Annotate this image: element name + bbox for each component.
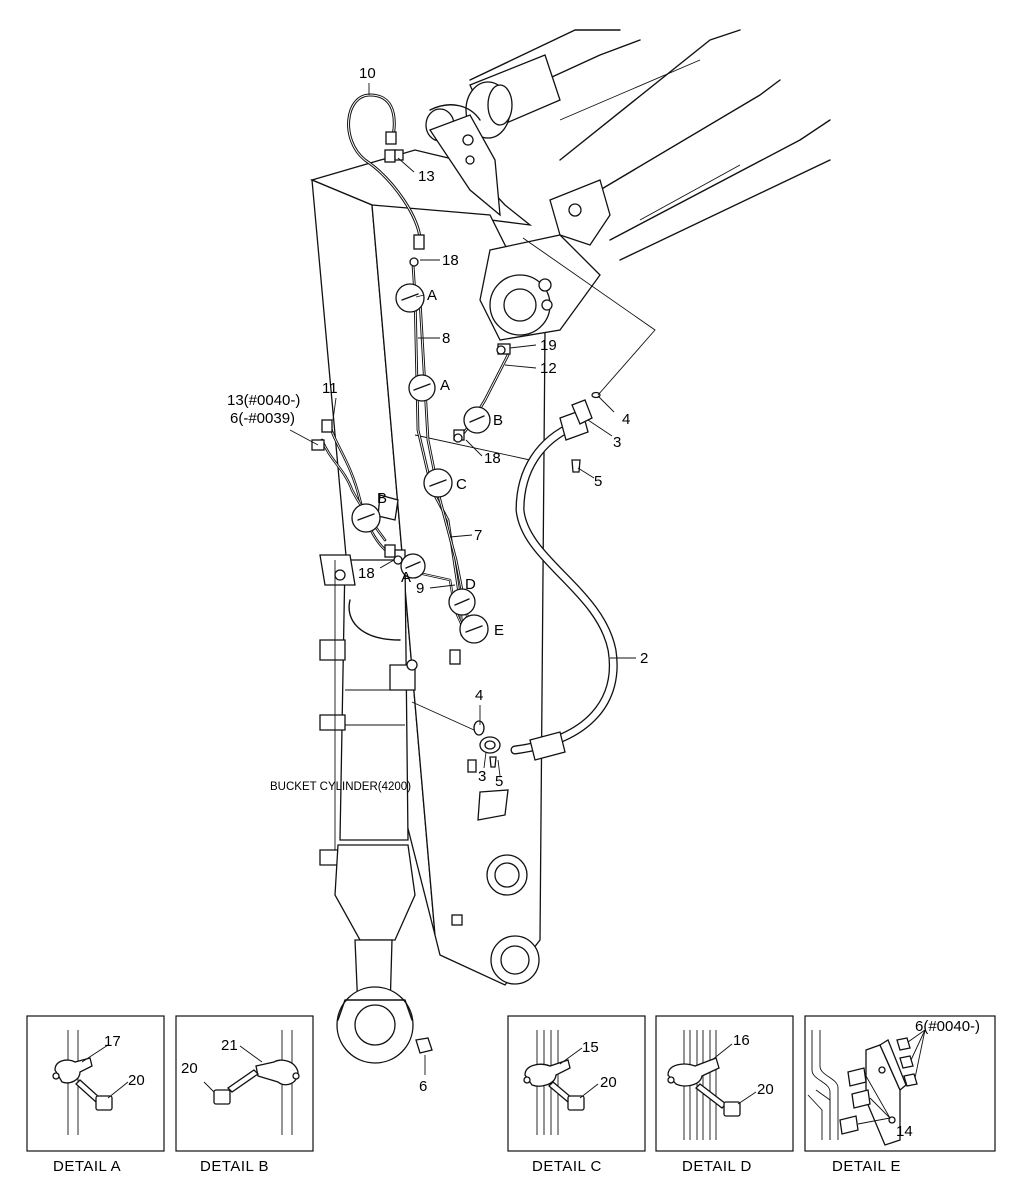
callout-13-note: 13(#0040-) bbox=[227, 392, 300, 409]
callout-a: A bbox=[427, 287, 437, 304]
callout-c: C bbox=[456, 476, 467, 493]
callout-10: 10 bbox=[359, 65, 376, 82]
detail-e-caption: DETAIL E bbox=[832, 1158, 901, 1175]
detail-c-part-20: 20 bbox=[600, 1074, 617, 1091]
callout-b: B bbox=[377, 490, 387, 507]
callout-18: 18 bbox=[484, 450, 501, 467]
detail-b-caption: DETAIL B bbox=[200, 1158, 269, 1175]
callout-b: B bbox=[493, 412, 503, 429]
callout-11: 11 bbox=[322, 380, 338, 397]
callout-19: 19 bbox=[540, 337, 557, 354]
callout-4: 4 bbox=[622, 411, 630, 428]
detail-c-caption: DETAIL C bbox=[532, 1158, 602, 1175]
clamp-markers bbox=[351, 283, 491, 644]
detail-c: 15 20 DETAIL C bbox=[507, 1015, 646, 1175]
callout-9: 9 bbox=[416, 580, 424, 597]
detail-e-part-6: 6(#0040-) bbox=[915, 1018, 980, 1035]
callout-e: E bbox=[494, 622, 504, 639]
detail-d-part-16: 16 bbox=[733, 1032, 750, 1049]
callout-3: 3 bbox=[613, 434, 621, 451]
detail-b-part-21: 21 bbox=[221, 1037, 238, 1054]
detail-b-part-20: 20 bbox=[181, 1060, 198, 1077]
callout-2: 2 bbox=[640, 650, 648, 667]
bucket-cylinder bbox=[319, 554, 418, 1064]
callout-12: 12 bbox=[540, 360, 557, 377]
detail-c-part-15: 15 bbox=[582, 1039, 599, 1056]
callout-13: 13 bbox=[418, 168, 435, 185]
callout-4: 4 bbox=[475, 687, 483, 704]
callout-6-note: 6(-#0039) bbox=[230, 410, 295, 427]
detail-a: 17 20 DETAIL A bbox=[26, 1015, 165, 1175]
callout-3: 3 bbox=[478, 768, 486, 785]
detail-a-part-20: 20 bbox=[128, 1072, 145, 1089]
bucket-cylinder-label: BUCKET CYLINDER(4200) bbox=[270, 781, 411, 793]
callout-5: 5 bbox=[594, 473, 602, 490]
detail-d: 16 20 DETAIL D bbox=[655, 1015, 794, 1175]
detail-a-part-17: 17 bbox=[104, 1033, 121, 1050]
detail-b: 21 20 DETAIL B bbox=[175, 1015, 314, 1175]
callout-18: 18 bbox=[442, 252, 459, 269]
callout-d: D bbox=[465, 576, 476, 593]
callout-6: 6 bbox=[419, 1078, 427, 1095]
hoses bbox=[311, 93, 618, 1054]
callout-a: A bbox=[440, 377, 450, 394]
callout-5: 5 bbox=[495, 773, 503, 790]
callout-a: A bbox=[401, 569, 411, 586]
leaders bbox=[289, 83, 656, 1075]
callout-8: 8 bbox=[442, 330, 450, 347]
detail-d-caption: DETAIL D bbox=[682, 1158, 752, 1175]
detail-e-part-14: 14 bbox=[896, 1123, 913, 1140]
callout-18: 18 bbox=[358, 565, 375, 582]
callout-7: 7 bbox=[474, 527, 482, 544]
detail-d-part-20: 20 bbox=[757, 1081, 774, 1098]
detail-a-caption: DETAIL A bbox=[53, 1158, 121, 1175]
callout-labels: 10 13 18 A 8 19 12 A 4 3 B 18 5 C 13(#00… bbox=[227, 65, 648, 1095]
detail-e: 6(#0040-) 14 DETAIL E bbox=[804, 1015, 996, 1175]
